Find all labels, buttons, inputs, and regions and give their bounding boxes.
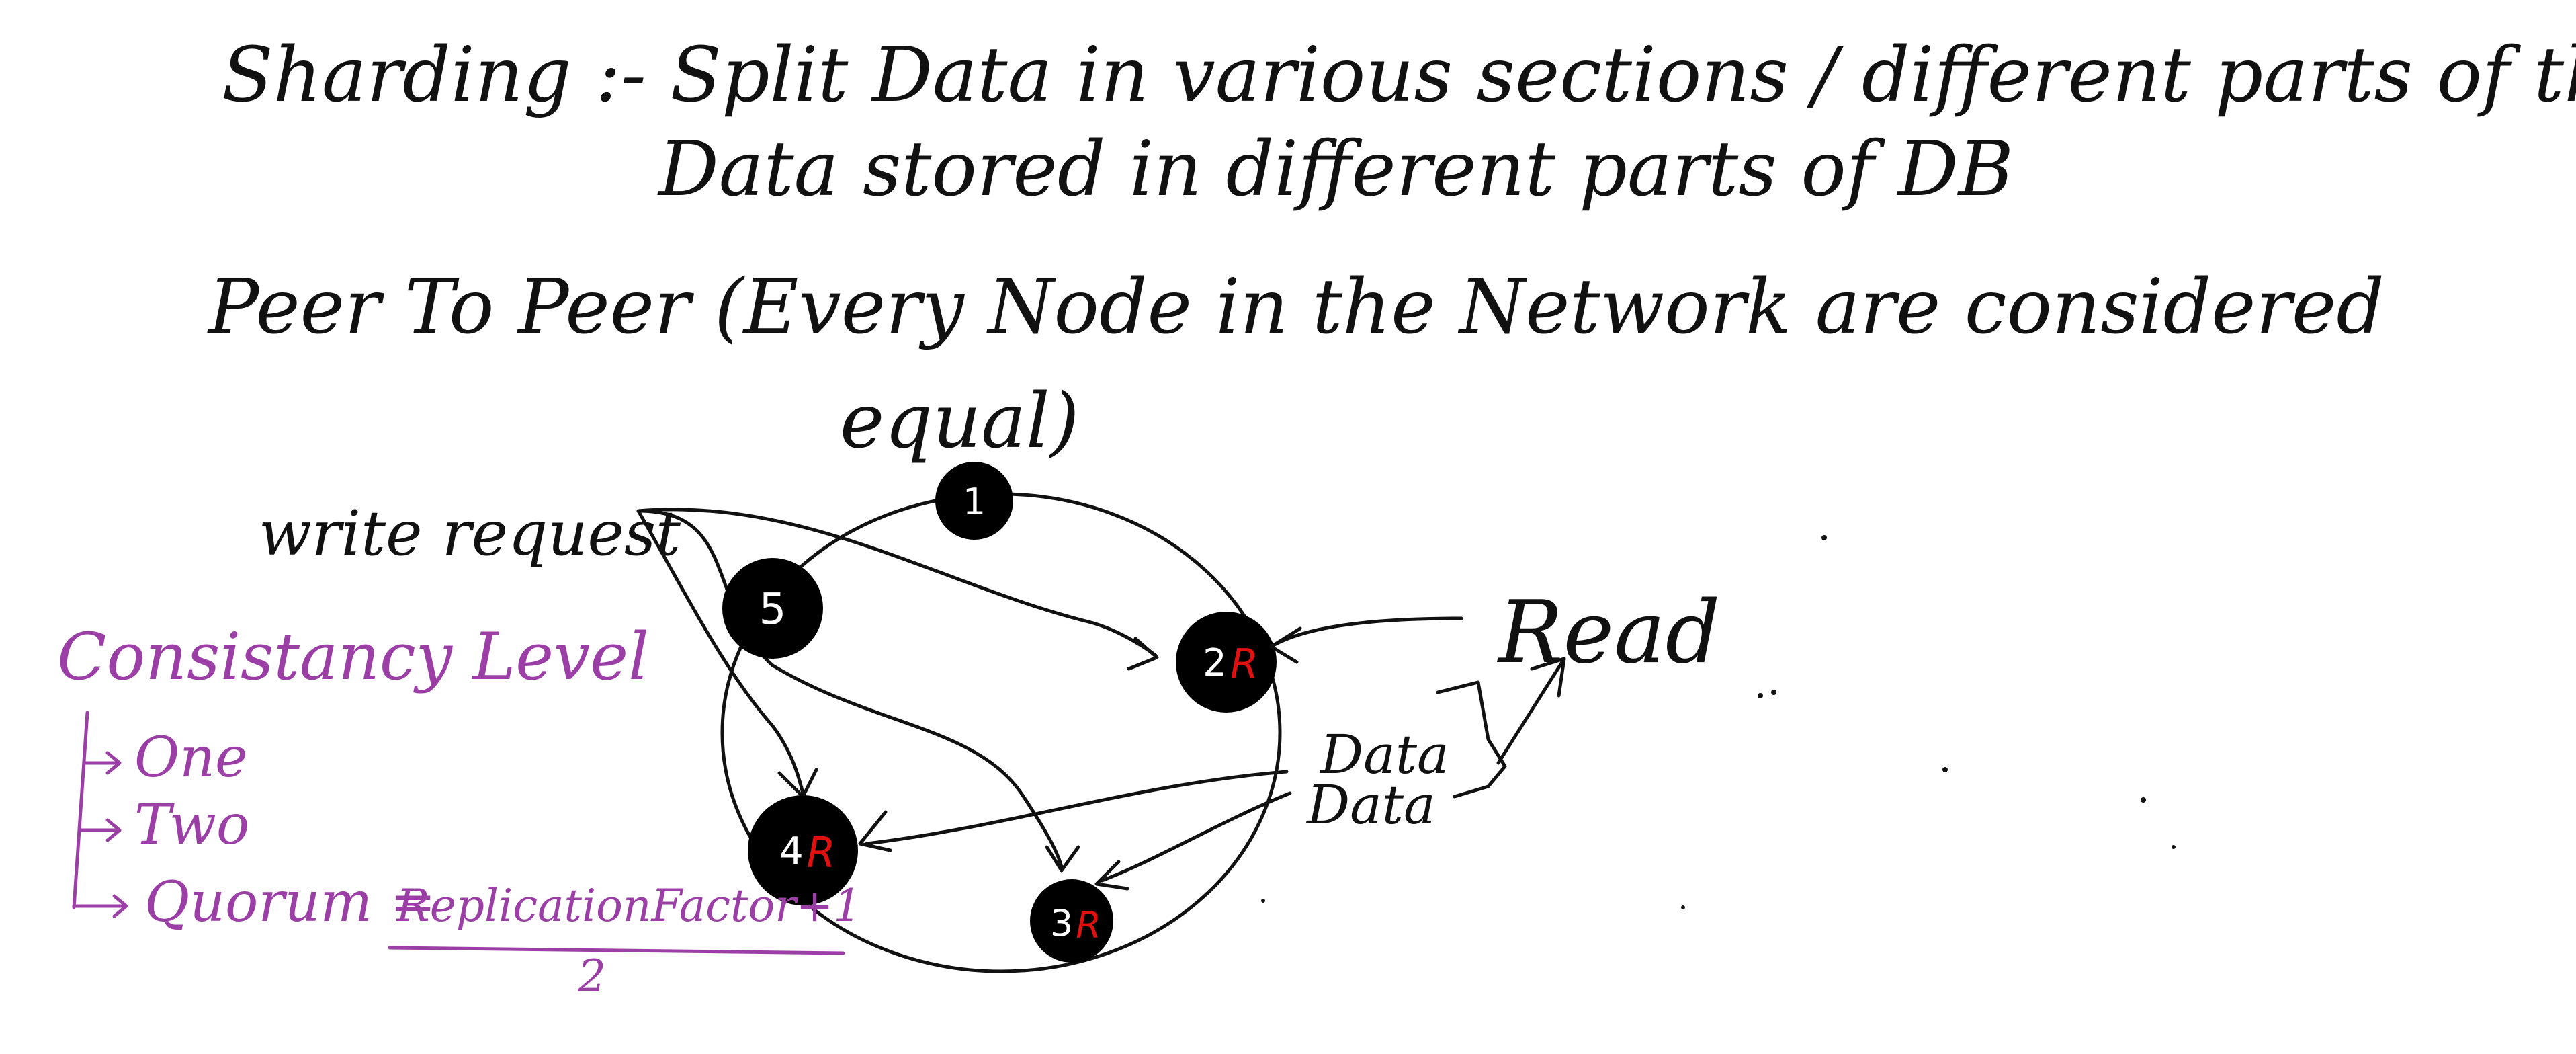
node-4[interactable]: 4 R bbox=[748, 795, 858, 905]
node-3-label: 3 bbox=[1050, 902, 1073, 944]
peer-to-peer-line1: Peer To Peer (Every Node in the Network … bbox=[207, 264, 2385, 351]
data-arrowhead-4 bbox=[858, 810, 892, 852]
node-1-label: 1 bbox=[963, 481, 986, 523]
data-bracket bbox=[1436, 680, 1507, 799]
bracket-to-read-arrowhead bbox=[1530, 657, 1566, 698]
node-4-label: 4 bbox=[779, 829, 804, 873]
node-2-replica-marker: R bbox=[1230, 641, 1258, 688]
consistency-tree-stem bbox=[72, 711, 89, 909]
node-1[interactable]: 1 bbox=[935, 462, 1013, 540]
data-label-1: Data bbox=[1319, 723, 1449, 786]
quorum-formula-denominator: 2 bbox=[577, 950, 606, 1002]
data-label-2: Data bbox=[1305, 774, 1436, 836]
peer-to-peer-line2: equal) bbox=[840, 378, 1079, 465]
read-arrow-to-node-2 bbox=[1271, 616, 1463, 647]
write-arrowhead-2 bbox=[1127, 637, 1159, 671]
data-arrowhead-3 bbox=[1094, 860, 1129, 891]
consistency-option-one: One bbox=[134, 726, 248, 790]
node-3[interactable]: 3 R bbox=[1030, 879, 1113, 963]
node-2[interactable]: 2 R bbox=[1176, 612, 1277, 713]
data-arrow-from-node-3 bbox=[1100, 791, 1292, 883]
stray-dots bbox=[1261, 535, 2176, 909]
write-request-label: write request bbox=[259, 497, 681, 569]
write-arrow-to-node-3 bbox=[636, 509, 1064, 869]
quorum-fraction-bar bbox=[388, 946, 845, 955]
node-5-label: 5 bbox=[759, 585, 787, 635]
node-5[interactable]: 5 bbox=[722, 558, 823, 659]
sharding-heading-line1: Sharding :- Split Data in various sectio… bbox=[222, 32, 2576, 119]
consistency-option-quorum: Quorum = bbox=[144, 870, 436, 934]
consistency-branch-one bbox=[82, 751, 122, 775]
read-arrowhead bbox=[1269, 626, 1302, 664]
sharding-heading-line2: Data stored in different parts of DB bbox=[657, 126, 2014, 213]
consistency-branch-quorum bbox=[72, 894, 128, 918]
consistency-branch-two bbox=[77, 818, 122, 842]
data-arrow-from-node-4 bbox=[865, 770, 1289, 846]
consistency-option-two: Two bbox=[134, 793, 249, 857]
write-arrow-to-node-4 bbox=[636, 509, 805, 795]
write-arrow-to-node-2 bbox=[636, 508, 1158, 657]
quorum-formula-numerator: ReplicationFactor+1 bbox=[396, 880, 861, 932]
node-3-replica-marker: R bbox=[1076, 904, 1101, 946]
write-arrowhead-3 bbox=[1045, 845, 1080, 873]
node-4-replica-marker: R bbox=[806, 828, 835, 877]
node-2-label: 2 bbox=[1203, 641, 1227, 685]
consistency-level-title: Consistancy Level bbox=[57, 619, 649, 694]
bracket-to-read-arrow bbox=[1496, 660, 1564, 765]
read-label: Read bbox=[1497, 583, 1720, 683]
